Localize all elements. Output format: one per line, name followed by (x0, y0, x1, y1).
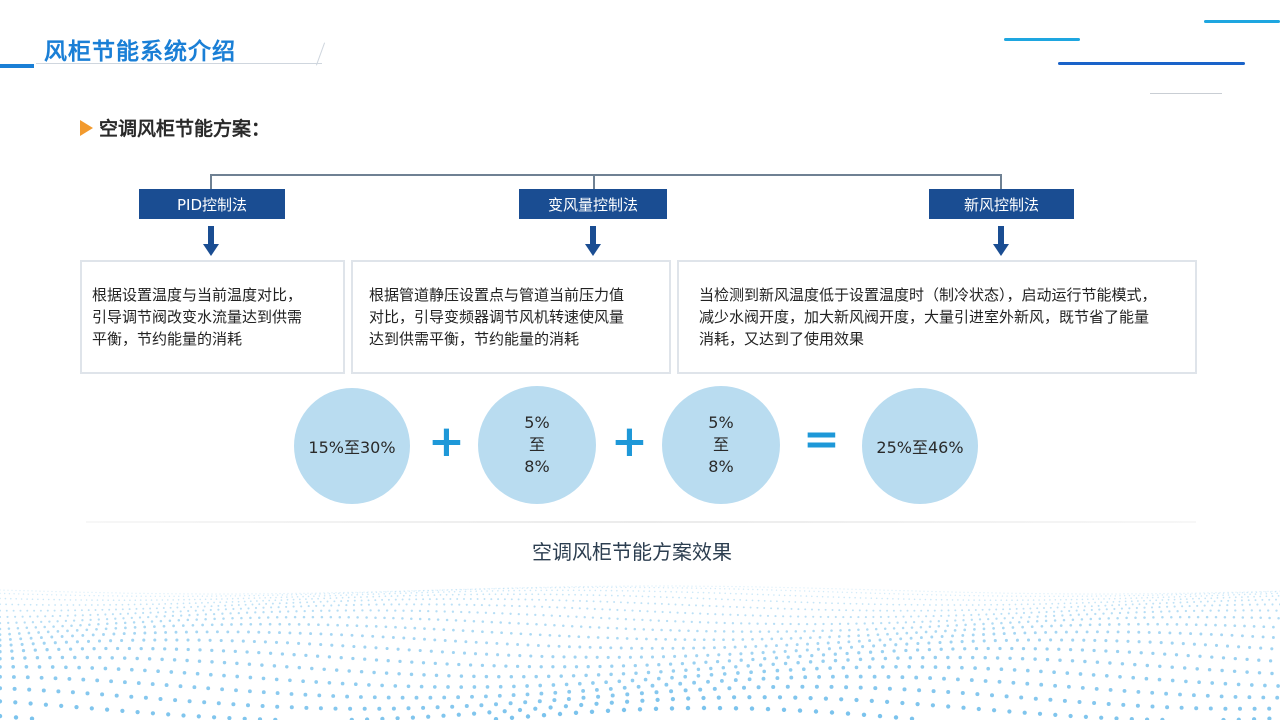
decor-line (1004, 38, 1080, 41)
savings-value: 8% (708, 457, 734, 476)
savings-circle-pid: 15%至30% (294, 388, 410, 504)
arrow-down-icon (203, 226, 219, 256)
page-title: 风柜节能系统介绍 (44, 39, 236, 65)
section-heading: 空调风柜节能方案： (80, 114, 270, 141)
arrow-down-icon (585, 226, 601, 256)
equals-sign: = (803, 414, 840, 465)
connector-line (210, 174, 1002, 176)
plus-sign: + (428, 416, 465, 467)
savings-value: 至 (712, 435, 729, 454)
description-line: 对比，引导变频器调节风机转速使风量 (369, 308, 625, 326)
section-heading-text: 空调风柜节能方案： (99, 118, 271, 140)
method-label-fresh-air: 新风控制法 (929, 189, 1074, 219)
divider (86, 521, 1196, 523)
description-line: 引导调节阀改变水流量达到供需 (92, 308, 303, 326)
title-accent-bar (0, 64, 34, 68)
title-underline (36, 63, 322, 64)
connector-line (210, 174, 212, 190)
summary-caption: 空调风柜节能方案效果 (532, 540, 732, 564)
description-line: 当检测到新风温度低于设置温度时（制冷状态），启动运行节能模式， (699, 286, 1157, 304)
description-line: 根据设置温度与当前温度对比， (92, 286, 303, 304)
arrow-down-icon (993, 226, 1009, 256)
method-label-pid: PID控制法 (139, 189, 285, 219)
method-description-fresh-air: 当检测到新风温度低于设置温度时（制冷状态），启动运行节能模式， 减少水阀开度，加… (677, 260, 1197, 374)
savings-value: 至 (528, 435, 545, 454)
title-divider (315, 42, 326, 66)
triangle-right-icon (80, 119, 93, 136)
description-line: 减少水阀开度，加大新风阀开度，大量引进室外新风，既节省了能量 (699, 308, 1150, 326)
savings-value: 5% (708, 413, 734, 432)
connector-line (593, 174, 595, 190)
method-label-vav: 变风量控制法 (519, 189, 667, 219)
method-description-pid: 根据设置温度与当前温度对比， 引导调节阀改变水流量达到供需 平衡，节约能量的消耗 (80, 260, 345, 374)
description-line: 根据管道静压设置点与管道当前压力值 (369, 286, 625, 304)
decor-line (1058, 62, 1245, 65)
savings-circle-total: 25%至46% (862, 388, 978, 504)
connector-line (1000, 174, 1002, 190)
savings-value: 15%至30% (308, 438, 396, 457)
description-line: 平衡，节约能量的消耗 (92, 330, 243, 348)
plus-sign: + (611, 416, 648, 467)
savings-value: 25%至46% (876, 438, 964, 457)
decor-line (1204, 20, 1280, 23)
savings-value: 8% (524, 457, 550, 476)
savings-circle-fresh-air: 5% 至 8% (662, 386, 780, 504)
description-line: 消耗，又达到了使用效果 (699, 330, 865, 348)
decor-line (1150, 93, 1222, 94)
savings-value: 5% (524, 413, 550, 432)
method-description-vav: 根据管道静压设置点与管道当前压力值 对比，引导变频器调节风机转速使风量 达到供需… (351, 260, 671, 374)
description-line: 达到供需平衡，节约能量的消耗 (369, 330, 580, 348)
dot-wave-background (0, 585, 1280, 720)
savings-circle-vav: 5% 至 8% (478, 386, 596, 504)
